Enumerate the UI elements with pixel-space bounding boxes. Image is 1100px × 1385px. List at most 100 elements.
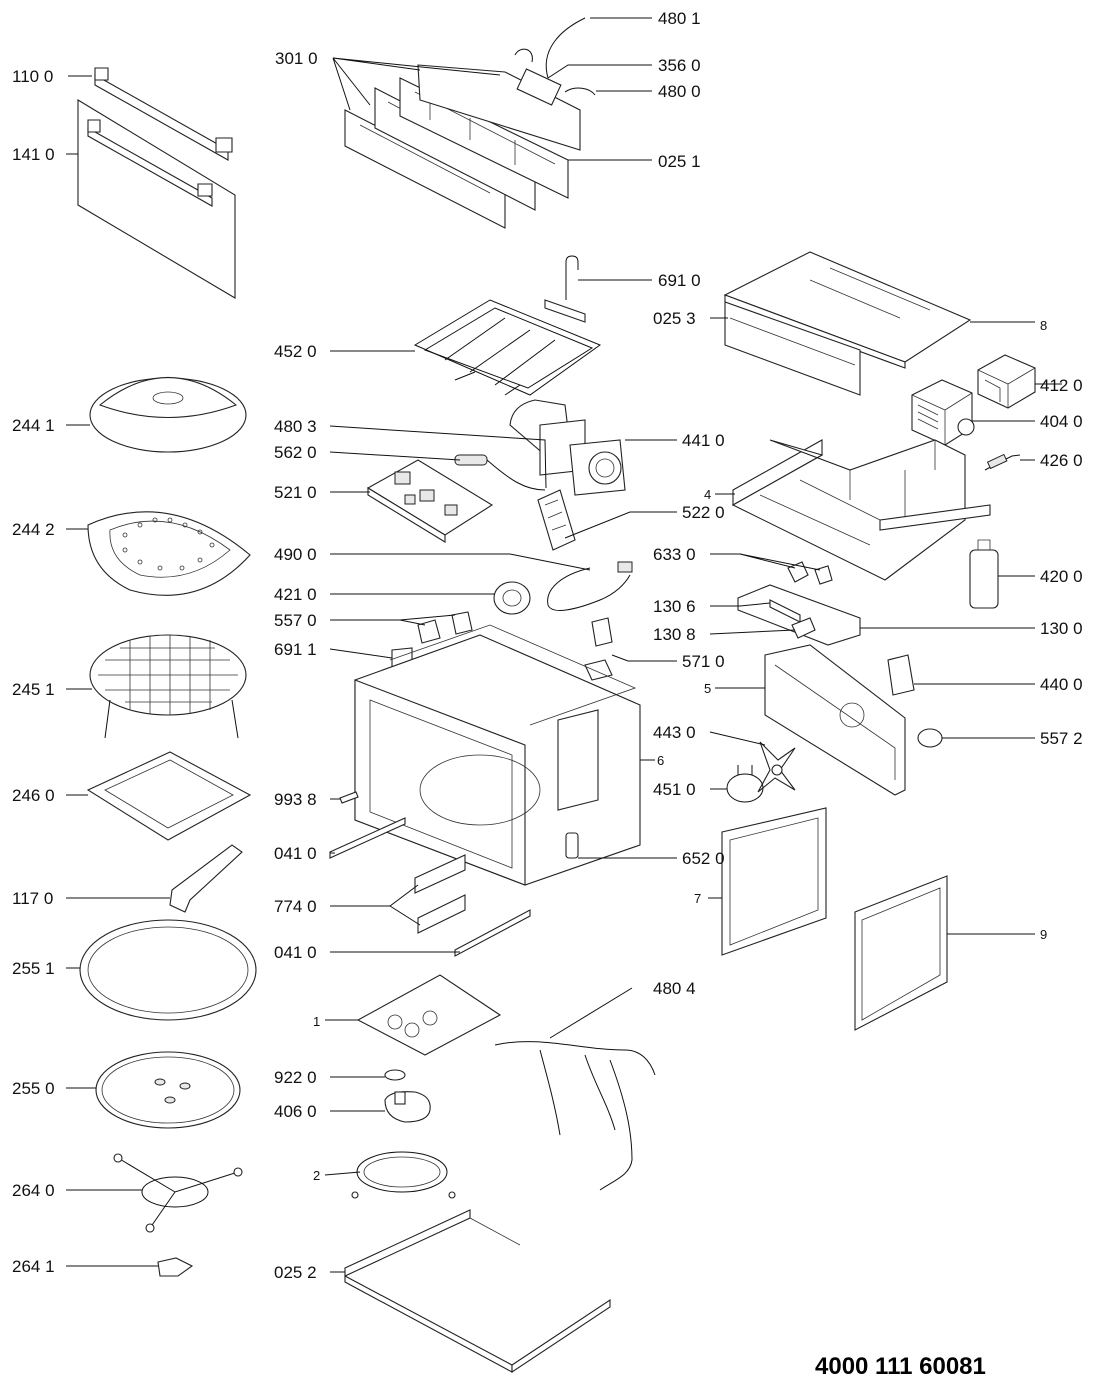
- label-244-1: 244 1: [12, 416, 55, 435]
- label-404-0: 404 0: [1040, 412, 1083, 431]
- label-922-0: 922 0: [274, 1068, 317, 1087]
- label-9: 9: [1040, 927, 1047, 942]
- label-420-0: 420 0: [1040, 567, 1083, 586]
- label-691-1: 691 1: [274, 640, 317, 659]
- label-406-0: 406 0: [274, 1102, 317, 1121]
- part-cover-dome: [89, 377, 247, 453]
- part-rail-lower: [454, 909, 531, 957]
- label-1: 1: [313, 1014, 320, 1029]
- label-774-0: 774 0: [274, 897, 317, 916]
- label-130-8: 130 8: [653, 625, 696, 644]
- part-interlock-bracket: [737, 584, 861, 646]
- label-633-0: 633 0: [653, 545, 696, 564]
- part-sensor-probe: [544, 255, 586, 323]
- part-coupler: [157, 1257, 194, 1277]
- part-cavity-side: [764, 644, 906, 796]
- label-557-2: 557 2: [1040, 729, 1083, 748]
- part-cable-fuse: [454, 454, 546, 491]
- part-thermal-cutouts: [391, 611, 473, 673]
- label-7: 7: [694, 891, 701, 906]
- label-025-3: 025 3: [653, 309, 696, 328]
- part-roller-ring: [351, 1151, 456, 1199]
- part-bottom-frame: [344, 1209, 611, 1374]
- label-522-0: 522 0: [682, 503, 725, 522]
- label-5: 5: [704, 681, 711, 696]
- part-door-glass: [77, 99, 236, 299]
- part-control-panel: [344, 17, 596, 229]
- part-grill-element: [413, 299, 602, 396]
- part-chassis-frame: [731, 439, 991, 581]
- label-264-0: 264 0: [12, 1181, 55, 1200]
- part-brackets: [414, 854, 466, 934]
- label-301-0: 301 0: [275, 49, 318, 68]
- label-025-2: 025 2: [274, 1263, 317, 1282]
- part-tray-handle: [169, 844, 243, 913]
- label-421-0: 421 0: [274, 585, 317, 604]
- part-top-cover: [723, 251, 972, 396]
- label-571-0: 571 0: [682, 652, 725, 671]
- part-baking-tray: [86, 751, 252, 841]
- label-130-6: 130 6: [653, 597, 696, 616]
- label-244-2: 244 2: [12, 520, 55, 539]
- label-110-0: 110 0: [12, 67, 53, 86]
- part-thermal-cutout-2: [917, 728, 943, 748]
- part-oven-cavity: [354, 624, 641, 886]
- part-glass-turntable: [95, 1051, 241, 1129]
- label-993-8: 993 8: [274, 790, 317, 809]
- part-turntable-motor: [384, 1069, 431, 1123]
- part-rail-upper: [329, 817, 406, 859]
- part-relay-board: [537, 489, 576, 551]
- part-small-bracket: [584, 617, 613, 681]
- label-426-0: 426 0: [1040, 451, 1083, 470]
- label-521-0: 521 0: [274, 483, 317, 502]
- label-480-3: 480 3: [274, 417, 317, 436]
- label-412-0: 412 0: [1040, 376, 1083, 395]
- part-labels: 480 1 301 0 356 0 110 0 480 0 141 0 025 …: [12, 9, 1083, 1282]
- label-451-0: 451 0: [653, 780, 696, 799]
- label-441-0: 441 0: [682, 431, 725, 450]
- leader-lines: [66, 17, 1062, 1273]
- part-roller-support: [113, 1153, 243, 1233]
- label-041-0-lower: 041 0: [274, 943, 317, 962]
- label-117-0: 117 0: [12, 889, 53, 908]
- label-480-0: 480 0: [658, 82, 701, 101]
- part-control-pcb: [366, 459, 494, 543]
- part-capacitor: [969, 539, 999, 609]
- label-652-0: 652 0: [682, 849, 725, 868]
- part-side-panel-9: [854, 875, 948, 1031]
- part-wiring-harness: [494, 1041, 656, 1191]
- label-8: 8: [1040, 318, 1047, 333]
- label-6: 6: [657, 753, 664, 768]
- part-base-plate: [356, 974, 502, 1056]
- label-4: 4: [704, 487, 711, 502]
- label-264-1: 264 1: [12, 1257, 55, 1276]
- part-fan-blade: [757, 741, 796, 793]
- part-roller-ring-2: [79, 919, 257, 1021]
- reference-number: 4000 111 60081: [815, 1353, 986, 1380]
- part-magnetron: [911, 379, 975, 446]
- label-141-0: 141 0: [12, 145, 55, 164]
- label-443-0: 443 0: [653, 723, 696, 742]
- label-041-0-upper: 041 0: [274, 844, 317, 863]
- label-562-0: 562 0: [274, 443, 317, 462]
- part-door-handle: [94, 67, 233, 161]
- label-130-0: 130 0: [1040, 619, 1083, 638]
- part-circular-element: [726, 765, 764, 803]
- part-power-cord: [547, 561, 633, 611]
- label-452-0: 452 0: [274, 342, 317, 361]
- part-lamp: [565, 832, 579, 859]
- part-hv-capacitor: [493, 581, 531, 615]
- label-255-0: 255 0: [12, 1079, 55, 1098]
- part-transformer: [977, 354, 1036, 409]
- label-691-0: 691 0: [658, 271, 701, 290]
- label-245-1: 245 1: [12, 680, 55, 699]
- part-grill-rack: [89, 634, 247, 739]
- label-557-0: 557 0: [274, 611, 317, 630]
- label-255-1: 255 1: [12, 959, 55, 978]
- label-2: 2: [313, 1168, 320, 1183]
- label-490-0: 490 0: [274, 545, 317, 564]
- label-480-4: 480 4: [653, 979, 696, 998]
- part-perforated-tray: [87, 511, 251, 596]
- part-switch-box: [887, 654, 915, 696]
